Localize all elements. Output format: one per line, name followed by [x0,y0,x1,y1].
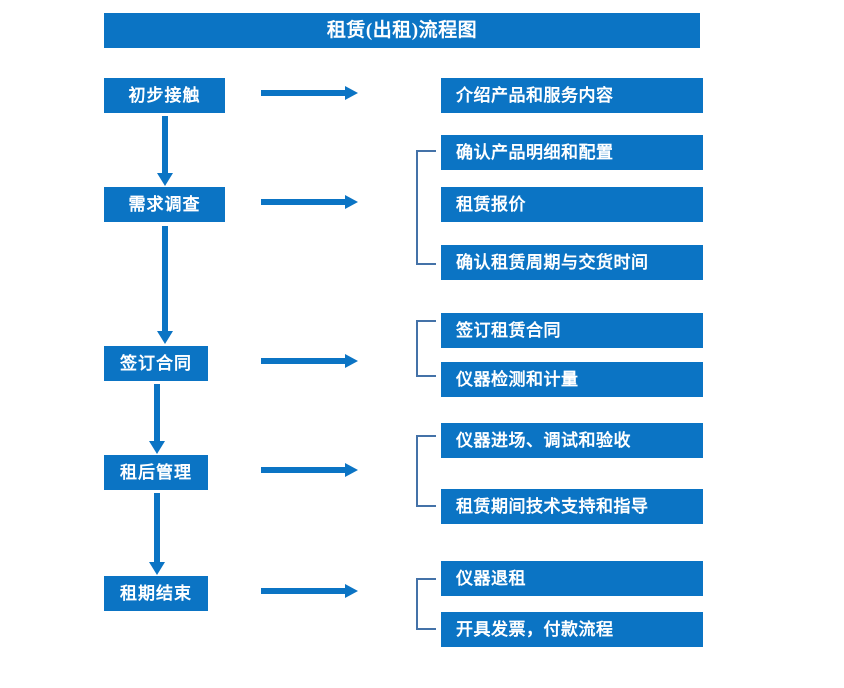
bracket-group-end [415,578,437,630]
detail-box-sign-rental-contract[interactable]: 签订租赁合同 [441,313,703,348]
detail-box-invoice-payment[interactable]: 开具发票，付款流程 [441,612,703,647]
stage-box-demand-survey[interactable]: 需求调查 [104,187,225,222]
arrow-right-demand-survey [261,194,359,210]
arrow-right-initial-contact [261,85,359,101]
detail-box-instrument-installation[interactable]: 仪器进场、调试和验收 [441,423,703,458]
detail-box-confirm-period-delivery[interactable]: 确认租赁周期与交货时间 [441,245,703,280]
bracket-group-management [415,435,437,507]
arrow-down-survey-to-contract [155,226,175,346]
arrow-right-post-rental-management [261,462,359,478]
detail-box-instrument-inspection[interactable]: 仪器检测和计量 [441,362,703,397]
detail-box-confirm-product-spec[interactable]: 确认产品明细和配置 [441,135,703,170]
stage-box-sign-contract[interactable]: 签订合同 [104,346,208,381]
detail-box-introduce-products[interactable]: 介绍产品和服务内容 [441,78,703,113]
arrow-down-contract-to-management [147,384,167,456]
detail-box-instrument-return[interactable]: 仪器退租 [441,561,703,596]
stage-box-rental-end[interactable]: 租期结束 [104,576,208,611]
diagram-title: 租赁(出租)流程图 [104,13,700,48]
arrow-right-rental-end [261,583,359,599]
bracket-group-demand [415,150,437,265]
detail-box-rental-quotation[interactable]: 租赁报价 [441,187,703,222]
arrow-down-contact-to-survey [155,116,175,188]
arrow-right-sign-contract [261,353,359,369]
stage-box-initial-contact[interactable]: 初步接触 [104,78,225,113]
stage-box-post-rental-management[interactable]: 租后管理 [104,455,208,490]
arrow-down-management-to-end [147,493,167,577]
bracket-group-contract [415,320,437,377]
detail-box-technical-support[interactable]: 租赁期间技术支持和指导 [441,489,703,524]
